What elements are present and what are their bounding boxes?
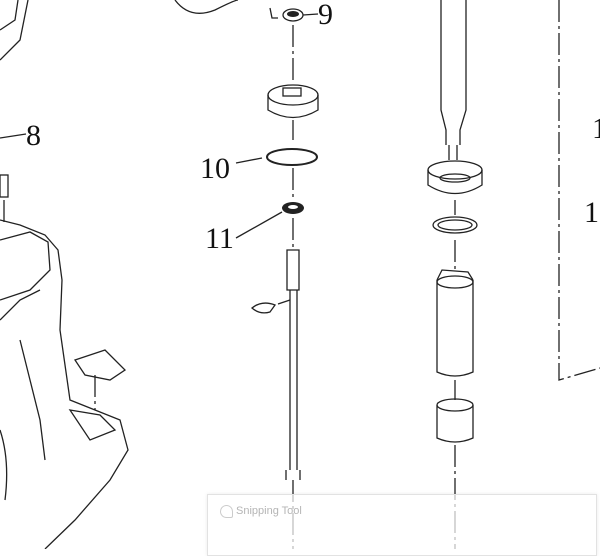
partial-label-bottom: 1 — [584, 196, 599, 229]
drive-shaft-assembly — [427, 0, 483, 549]
part-label-10: 10 — [200, 152, 230, 185]
center-shaft-assembly — [174, 0, 319, 549]
part-label-9: 9 — [318, 0, 333, 31]
lower-housing — [0, 0, 129, 549]
snipping-tool-window[interactable]: Snipping Tool — [207, 494, 597, 556]
snipping-tool-icon — [220, 505, 233, 518]
window-title: Snipping Tool — [236, 505, 302, 517]
part-label-8: 8 — [26, 119, 41, 152]
partial-label-top: 1 — [592, 112, 600, 145]
part-label-11: 11 — [205, 222, 234, 255]
